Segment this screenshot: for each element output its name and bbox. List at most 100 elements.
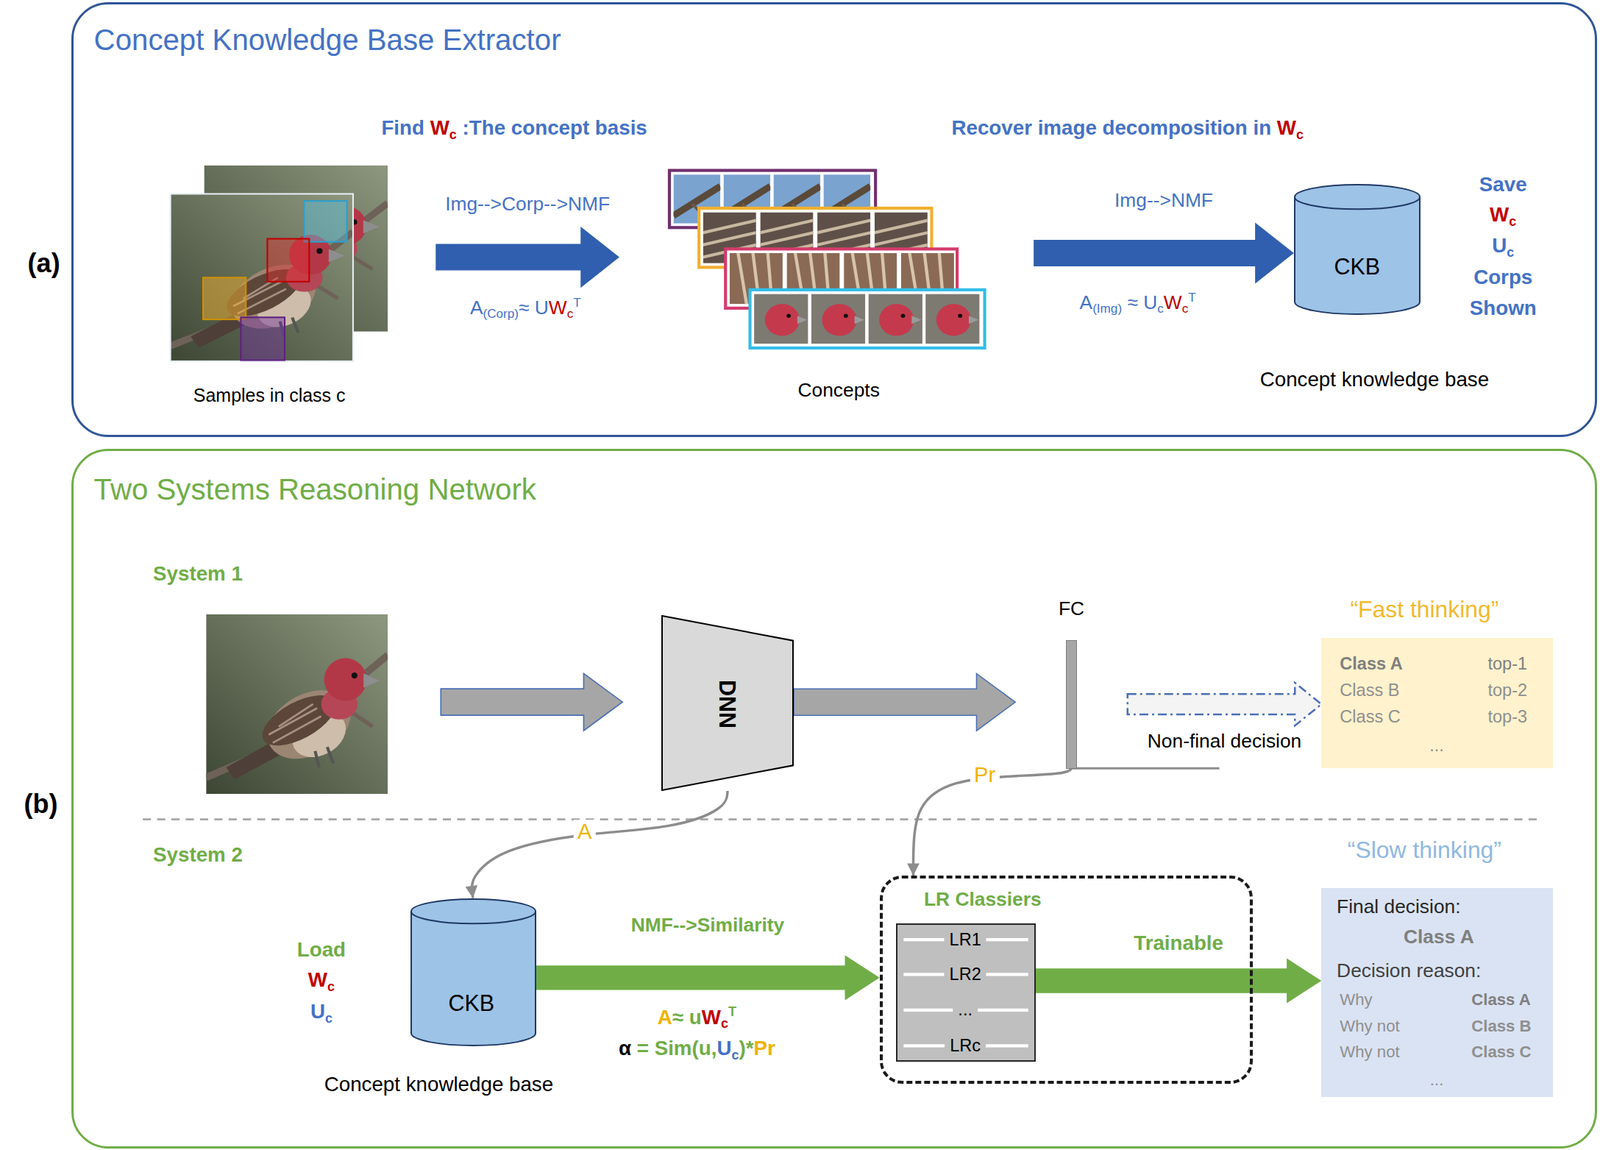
block-arrow — [793, 673, 1016, 731]
arrow-connector — [472, 790, 728, 899]
block-arrow — [1127, 682, 1322, 726]
class-name: Class A — [1471, 990, 1531, 1011]
caption: Concepts — [798, 378, 880, 401]
label-text: W — [430, 116, 450, 140]
edge-label: Img-->NMF — [1114, 189, 1214, 212]
cylinder-body — [411, 898, 536, 1046]
node-label: CKB — [1334, 254, 1381, 281]
loaded-item: Wc — [308, 968, 335, 996]
trapezoid-outline — [662, 615, 794, 791]
photo-frame — [170, 194, 354, 362]
stored-item: Uc — [1491, 233, 1514, 261]
label-text: Find — [381, 116, 430, 140]
label-text: (b) — [23, 788, 58, 819]
label-text: Corps — [1473, 266, 1533, 290]
label-text: System 2 — [153, 843, 243, 867]
panel-letter: (a) — [27, 247, 61, 279]
label-text: c — [449, 127, 457, 142]
label-text: T — [1188, 289, 1196, 305]
label-text: ≈ U — [1121, 291, 1158, 314]
input-arrow — [440, 673, 623, 731]
group-heading: LR Classiers — [923, 887, 1042, 910]
label-text: Load — [297, 938, 346, 962]
node-label: DNN — [713, 679, 740, 729]
region-box — [303, 200, 347, 242]
label-text: )* — [738, 1037, 754, 1061]
label-text: System 1 — [153, 562, 243, 585]
label-text: A — [1079, 291, 1094, 314]
classifier-name: LR1 — [944, 929, 987, 950]
block-arrow — [535, 954, 880, 1000]
region-box — [267, 239, 309, 282]
panel: Concept Knowledge Base ExtractorSamples … — [71, 2, 1598, 437]
label-text: W — [1163, 291, 1183, 314]
rank: top-2 — [1487, 681, 1528, 702]
label-text: (Corp) — [483, 306, 520, 321]
block-arrow — [435, 226, 620, 288]
label-text: c — [327, 979, 335, 994]
loaded-item: Load — [297, 937, 346, 963]
edge-label: Img-->Corp-->NMF — [445, 192, 610, 215]
label-text: c — [325, 1010, 333, 1026]
class-name: Class C — [1471, 1042, 1531, 1062]
node-label: CKB — [448, 990, 495, 1016]
label-text: A — [470, 296, 484, 319]
cylinder-shape — [1293, 183, 1421, 315]
image-group: Samples in class c — [163, 158, 436, 414]
block-arrow — [1033, 222, 1294, 284]
class-name: Class C — [1339, 707, 1401, 728]
rank: top-1 — [1487, 653, 1528, 674]
field-label: Final decision: — [1336, 895, 1461, 918]
label-text: α — [618, 1037, 632, 1061]
label-text: Shown — [1469, 296, 1537, 320]
label-text: = Sim(u, — [631, 1037, 717, 1061]
region-box — [240, 317, 285, 360]
label-text: (a) — [27, 247, 61, 279]
classifier-stack: LR1LR2...LRc — [896, 923, 1036, 1061]
label-text: c — [1157, 300, 1164, 316]
formula: A≈ uWcT — [657, 1004, 737, 1033]
fc-layer: FC — [1015, 592, 1128, 769]
label-text: Pr — [754, 1037, 776, 1061]
label-text: Recover image decomposition in — [951, 116, 1277, 140]
network-block: DNN — [661, 614, 794, 791]
output-wire — [1071, 767, 1219, 770]
class-name: Class B — [1471, 1017, 1531, 1037]
classifier-name: LRc — [944, 1035, 986, 1056]
field-label: Decision reason: — [1336, 959, 1481, 982]
label-text: c — [1296, 127, 1304, 142]
formula: α = Sim(u,Uc)*Pr — [618, 1036, 776, 1064]
formula: A(Img) ≈ UcWcT — [1079, 289, 1197, 317]
system-separator — [142, 818, 1541, 821]
box-heading: “Slow thinking” — [1347, 836, 1502, 864]
bird-photo — [205, 614, 388, 794]
fc-bar — [1065, 640, 1077, 769]
label-text: W — [1277, 116, 1297, 140]
database-cylinder: CKBConcept knowledge base — [1293, 183, 1421, 315]
label-text: c — [720, 1016, 729, 1032]
label-text: c — [1506, 244, 1514, 260]
label-text: (Img) — [1092, 300, 1122, 316]
label-text: :The concept basis — [456, 116, 648, 140]
label-text: c — [1182, 300, 1189, 316]
class-name: Class B — [1339, 681, 1400, 702]
label-text: T — [573, 294, 581, 310]
image-group: Concepts — [619, 158, 1034, 414]
system-label: System 1 — [153, 561, 243, 586]
cylinder-shape — [410, 898, 537, 1047]
class-name: Class A — [1403, 925, 1475, 948]
bird-photo — [170, 194, 354, 362]
group-box: LR ClassiersLR1LR2...LRc — [879, 875, 1254, 1084]
edge-label: NMF-->Similarity — [631, 913, 785, 936]
ellipsis: ... — [1429, 735, 1445, 756]
node-label: FC — [1058, 597, 1085, 620]
panel-title: Two Systems Reasoning Network — [94, 473, 537, 507]
label-text: c — [731, 1047, 739, 1063]
panel-letter: (b) — [23, 787, 58, 820]
step-heading: Recover image decomposition in Wc — [951, 116, 1304, 144]
cylinder-rim — [1294, 196, 1420, 209]
system-label: System 2 — [153, 843, 243, 868]
reason-label: Why — [1339, 990, 1372, 1011]
edge-label: Pr — [969, 762, 999, 788]
label-text: U — [1491, 233, 1507, 257]
